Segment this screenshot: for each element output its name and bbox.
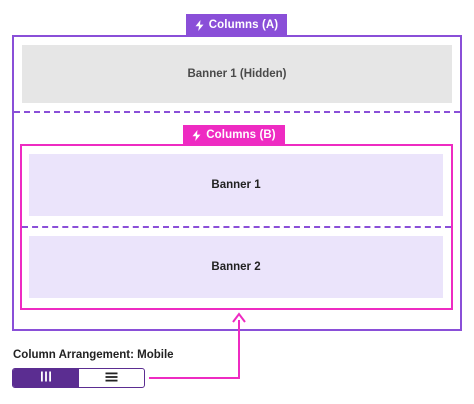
banner-1-label: Banner 1: [211, 179, 261, 191]
banner-2: Banner 2: [29, 236, 443, 298]
columns-b-frame: [20, 144, 453, 310]
column-divider-a: [14, 111, 460, 113]
banner-hidden: Banner 1 (Hidden): [22, 45, 452, 103]
rows-layout-button[interactable]: [79, 369, 145, 387]
columns-b-tag: Columns (B): [183, 125, 285, 145]
rows-icon: [105, 369, 118, 387]
column-arrangement-toggle[interactable]: [12, 368, 145, 388]
lightning-bolt-icon: [195, 19, 204, 31]
column-divider-b: [22, 226, 451, 228]
columns-layout-button[interactable]: [13, 369, 79, 387]
columns-a-label: Columns (A): [208, 19, 279, 31]
banner-2-label: Banner 2: [211, 261, 261, 273]
column-arrangement-label: Column Arrangement: Mobile: [13, 349, 174, 361]
banner-1: Banner 1: [29, 154, 443, 216]
columns-icon: [40, 369, 52, 387]
lightning-bolt-icon: [192, 129, 201, 141]
columns-a-tag: Columns (A): [186, 14, 287, 36]
banner-hidden-label: Banner 1 (Hidden): [187, 68, 287, 80]
columns-b-label: Columns (B): [206, 129, 276, 141]
